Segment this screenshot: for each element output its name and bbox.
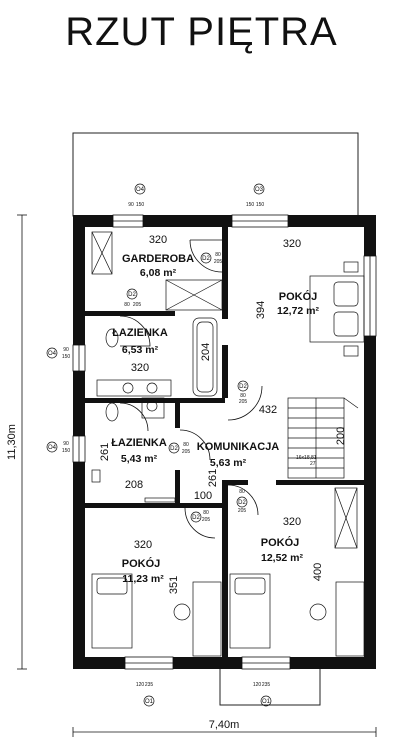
window-tag-bottom-left: O1 120 235 (136, 682, 155, 707)
svg-text:80: 80 (183, 442, 189, 448)
room-name-pokoj-2: POKÓJ (261, 536, 300, 549)
window-tag-left-mid2: O4 90 150 (46, 441, 71, 454)
svg-text:150: 150 (256, 202, 265, 208)
svg-text:D2: D2 (170, 446, 178, 452)
dim-pokoj3-height: 351 (168, 576, 180, 594)
svg-text:150: 150 (62, 448, 71, 454)
doors (119, 239, 263, 539)
wardrobe-units (165, 279, 358, 549)
svg-text:O1: O1 (262, 699, 271, 705)
staircase (287, 397, 359, 479)
room-name-pokoj-1: POKÓJ (279, 290, 318, 303)
furniture (91, 261, 365, 657)
dim-lazienka1-width: 320 (131, 362, 149, 374)
door-tag-2: D2 80 205 (124, 288, 142, 308)
svg-text:205: 205 (182, 449, 191, 455)
dim-pokoj3-width: 320 (134, 539, 152, 551)
svg-text:205: 205 (239, 399, 248, 405)
svg-text:120: 120 (253, 682, 262, 688)
window-tag-bottom-right: O1 120 235 (253, 682, 272, 707)
room-area-komunikacja: 5,63 m² (210, 457, 247, 469)
dim-garderoba-width: 320 (149, 234, 167, 246)
dim-hall-small: 100 (194, 490, 212, 502)
svg-text:80: 80 (215, 252, 221, 258)
door-tag-3: D2 80 205 (237, 380, 249, 405)
svg-text:205: 205 (238, 508, 247, 514)
svg-text:D2: D2 (239, 384, 247, 390)
door-tag-6: D2 80 205 (190, 510, 211, 523)
dim-pokoj2-width: 320 (283, 516, 301, 528)
room-name-pokoj-3: POKÓJ (122, 557, 161, 570)
svg-text:80: 80 (124, 302, 130, 308)
door-tag-1: D2 80 205 (200, 252, 223, 265)
svg-text:O1: O1 (145, 699, 154, 705)
svg-text:90: 90 (128, 202, 134, 208)
svg-text:90: 90 (63, 441, 69, 447)
room-name-garderoba: GARDEROBA (122, 253, 194, 265)
room-name-lazienka-1: ŁAZIENKA (112, 327, 168, 339)
dim-lazienka2-height: 261 (99, 443, 111, 461)
svg-text:O4: O4 (136, 187, 145, 193)
svg-text:D2: D2 (192, 515, 200, 521)
window-tag-top-right: O3 150 150 (246, 183, 265, 208)
window-tag-left-mid1: O4 90 150 (46, 347, 71, 360)
overall-width-label: 7,40m (209, 719, 240, 731)
room-area-lazienka-1: 6,53 m² (122, 344, 159, 356)
room-area-pokoj-2: 12,52 m² (261, 552, 304, 564)
dim-stairs-height: 200 (335, 427, 347, 445)
window-tag-top-left: O4 90 150 (128, 183, 146, 208)
room-name-komunikacja: KOMUNIKACJA (197, 441, 280, 453)
dim-pokoj2-height: 400 (312, 563, 324, 581)
svg-text:D2: D2 (202, 256, 210, 262)
room-area-lazienka-2: 5,43 m² (121, 453, 158, 465)
stairs-label: 16x18,81 (296, 455, 317, 461)
svg-text:80: 80 (239, 489, 245, 495)
svg-text:205: 205 (202, 517, 211, 523)
door-tag-5: D2 80 205 (236, 489, 248, 514)
svg-text:80: 80 (203, 510, 209, 516)
interior-walls (85, 227, 364, 657)
dim-pokoj1-width: 320 (283, 238, 301, 250)
dimension-lines (17, 214, 377, 737)
plan-title: RZUT PIĘTRA (65, 10, 338, 54)
svg-text:235: 235 (262, 682, 271, 688)
dim-lazienka1-height: 204 (200, 343, 212, 361)
window-openings (72, 214, 377, 670)
dim-lazienka2-width: 208 (125, 479, 143, 491)
dim-hall-width: 432 (259, 404, 277, 416)
svg-text:O3: O3 (255, 187, 264, 193)
stairs-sublabel: 27 (310, 461, 316, 467)
room-area-pokoj-3: 11,23 m² (122, 573, 164, 585)
svg-text:235: 235 (145, 682, 154, 688)
room-name-lazienka-2: ŁAZIENKA (111, 437, 167, 449)
dim-pokoj1-height: 394 (255, 301, 267, 319)
svg-text:80: 80 (240, 393, 246, 399)
bathroom-fixtures (91, 231, 218, 503)
svg-text:D2: D2 (238, 500, 246, 506)
svg-text:150: 150 (246, 202, 255, 208)
svg-text:120: 120 (136, 682, 145, 688)
svg-text:205: 205 (133, 302, 142, 308)
svg-text:D2: D2 (128, 292, 136, 298)
svg-text:90: 90 (63, 347, 69, 353)
svg-text:O4: O4 (48, 445, 57, 451)
svg-text:O4: O4 (48, 351, 57, 357)
dim-hall-height: 261 (207, 469, 219, 487)
room-area-garderoba: 6,08 m² (140, 267, 177, 279)
top-balcony (72, 132, 359, 217)
svg-text:150: 150 (62, 354, 71, 360)
svg-text:205: 205 (214, 259, 223, 265)
room-area-pokoj-1: 12,72 m² (277, 305, 320, 317)
overall-height-label: 11,30m (6, 424, 18, 460)
door-tag-4: D2 80 205 (168, 442, 191, 455)
svg-text:150: 150 (136, 202, 145, 208)
